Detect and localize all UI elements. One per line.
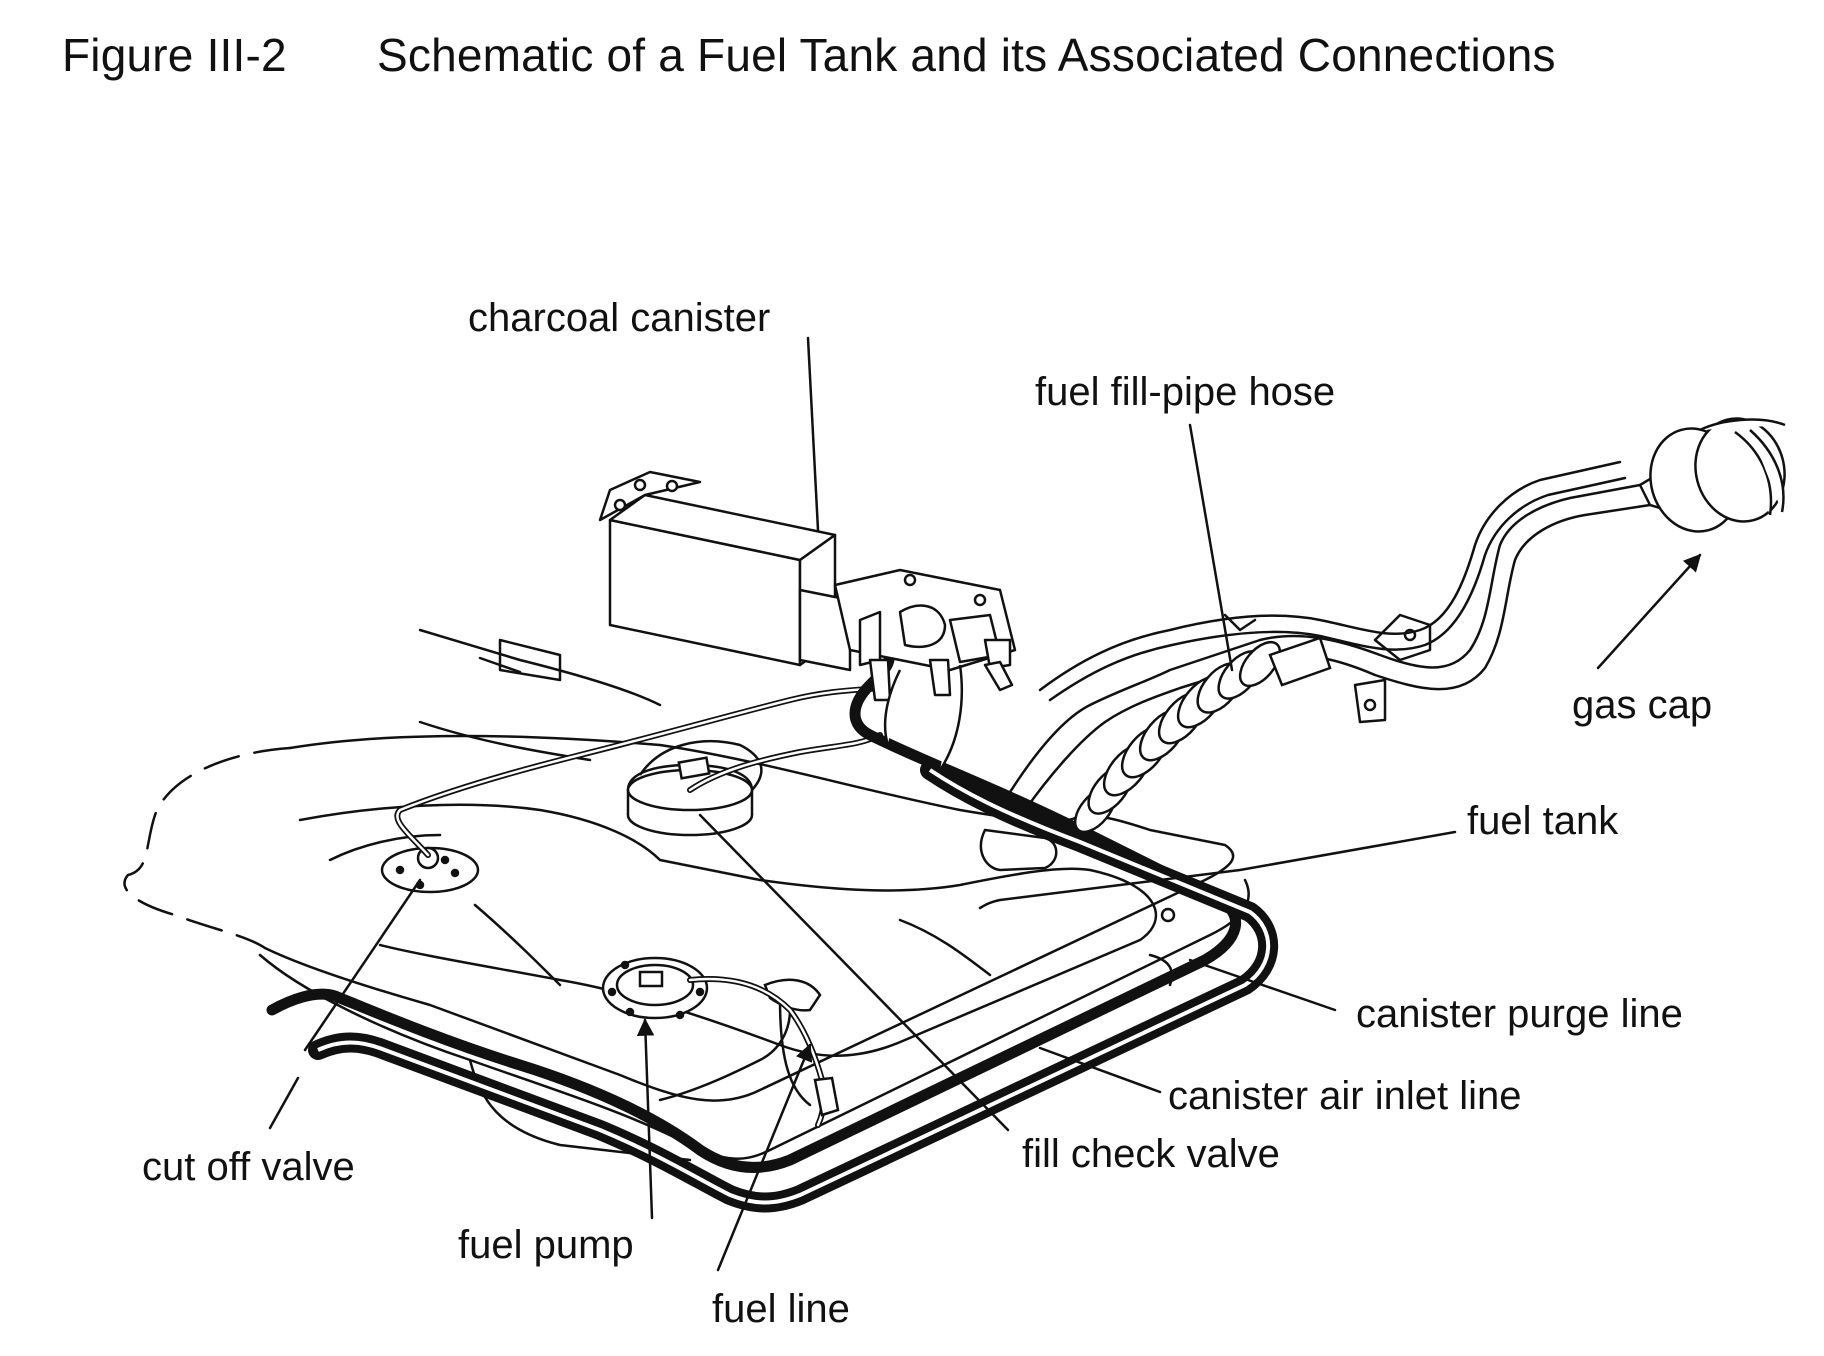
figure-number: Figure III-2 bbox=[62, 29, 287, 81]
leader-fuel-pump bbox=[636, 1018, 655, 1220]
tank-lower-rim bbox=[258, 878, 1250, 1160]
label-canister-air-inlet-line: canister air inlet line bbox=[1168, 1074, 1522, 1118]
leader-lines bbox=[268, 336, 1702, 1272]
fuel-line bbox=[394, 685, 883, 1128]
figure-caption: Figure III-2 Schematic of a Fuel Tank and… bbox=[62, 28, 1556, 82]
leader-charcoal-canister bbox=[806, 336, 820, 532]
label-charcoal-canister: charcoal canister bbox=[468, 296, 770, 340]
label-fuel-pump: fuel pump bbox=[458, 1223, 634, 1267]
label-canister-purge-line: canister purge line bbox=[1356, 992, 1683, 1036]
leader-fill-check-valve bbox=[698, 813, 1010, 1132]
leader-fuel-tank bbox=[978, 830, 1457, 910]
tank-dashed-outline bbox=[123, 746, 292, 950]
label-cut-off-valve: cut off valve bbox=[142, 1145, 355, 1189]
label-gas-cap: gas cap bbox=[1572, 683, 1712, 727]
tank-top-outline bbox=[263, 813, 1235, 1102]
leader-canister-purge-line bbox=[1188, 958, 1337, 1012]
leader-fuel-fill-pipe-hose bbox=[1188, 423, 1234, 672]
leader-fuel-line bbox=[716, 1043, 813, 1272]
gas-cap bbox=[1638, 417, 1786, 533]
leader-canister-air-inlet-line bbox=[1038, 1046, 1162, 1094]
label-fuel-line: fuel line bbox=[712, 1287, 850, 1331]
label-fuel-fill-pipe-hose: fuel fill-pipe hose bbox=[1035, 370, 1335, 414]
leader-cut-off-valve bbox=[268, 878, 422, 1130]
fill-pipe bbox=[1003, 460, 1652, 812]
charcoal-canister bbox=[598, 470, 1017, 771]
fuel-pump-assembly bbox=[601, 956, 822, 1020]
canister-purge-line bbox=[266, 644, 1242, 1173]
figure-title: Schematic of a Fuel Tank and its Associa… bbox=[377, 29, 1556, 81]
fuel-fill-pipe-hose bbox=[1073, 636, 1332, 834]
label-fill-check-valve: fill check valve bbox=[1022, 1132, 1280, 1176]
canister-air-inlet-line bbox=[308, 760, 1279, 1213]
label-fuel-tank: fuel tank bbox=[1467, 799, 1619, 843]
cut-off-valve-assembly bbox=[380, 846, 480, 894]
leader-gas-cap bbox=[1596, 553, 1702, 670]
